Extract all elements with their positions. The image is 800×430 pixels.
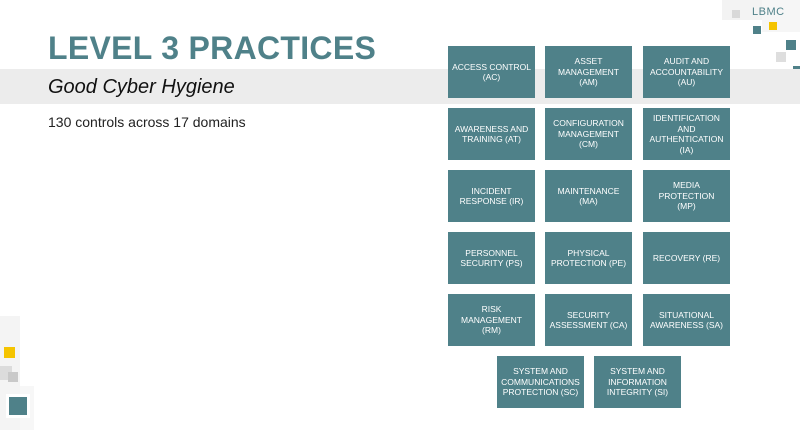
controls-summary: 130 controls across 17 domains	[48, 114, 246, 130]
domain-tile: Awareness and Training (AT)	[448, 108, 535, 160]
domain-tile: Asset Management (AM)	[545, 46, 632, 98]
domain-tile: Configuration Management (CM)	[545, 108, 632, 160]
domain-tile: System and Information Integrity (SI)	[594, 356, 681, 408]
domain-tile: Personnel Security (PS)	[448, 232, 535, 284]
domain-tile: Situational Awareness (SA)	[643, 294, 730, 346]
domain-tile: Physical Protection (PE)	[545, 232, 632, 284]
domain-tile: Recovery (RE)	[643, 232, 730, 284]
domain-tile: Media Protection (MP)	[643, 170, 730, 222]
domain-tile: Maintenance (MA)	[545, 170, 632, 222]
domain-tile: Identification and Authentication (IA)	[643, 108, 730, 160]
domain-tile: Incident Response (IR)	[448, 170, 535, 222]
domain-tile: System and Communications Protection (SC…	[497, 356, 584, 408]
domain-tile: Risk Management (RM)	[448, 294, 535, 346]
domain-tile: Access Control (AC)	[448, 46, 535, 98]
slide-subtitle: Good Cyber Hygiene	[48, 76, 235, 98]
company-logo: LBMC	[752, 6, 785, 18]
slide-title: LEVEL 3 PRACTICES	[48, 30, 377, 66]
domain-tile: Security Assessment (CA)	[545, 294, 632, 346]
domain-tile: Audit and Accountability (AU)	[643, 46, 730, 98]
